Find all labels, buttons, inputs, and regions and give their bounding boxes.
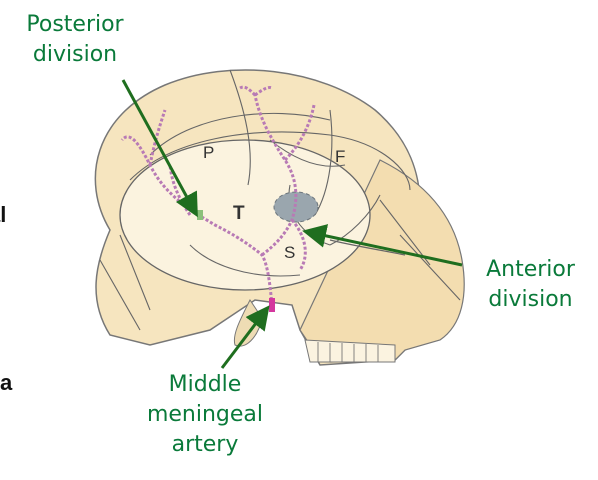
region-parietal: P [203, 143, 214, 163]
region-temporal: T [233, 203, 245, 225]
region-frontal: F [335, 147, 345, 167]
label-posterior-division: Posterior division [8, 10, 142, 70]
label-middle-line1: Middle [130, 370, 280, 400]
label-anterior-line1: Anterior [468, 255, 593, 285]
label-middle-meningeal-artery: Middle meningeal artery [130, 370, 280, 460]
edge-fragment-2: a [0, 370, 12, 396]
region-sphenoid: S [284, 243, 295, 263]
label-middle-line3: artery [130, 430, 280, 460]
posterior-marker [197, 210, 203, 220]
temporal-fossa [120, 140, 370, 290]
label-posterior-line1: Posterior [8, 10, 142, 40]
foramen-spinosum [269, 298, 275, 312]
label-middle-line2: meningeal [130, 400, 280, 430]
label-posterior-line2: division [8, 40, 142, 70]
label-anterior-line2: division [468, 285, 593, 315]
edge-fragment-1: al [0, 202, 6, 228]
label-anterior-division: Anterior division [468, 255, 593, 315]
